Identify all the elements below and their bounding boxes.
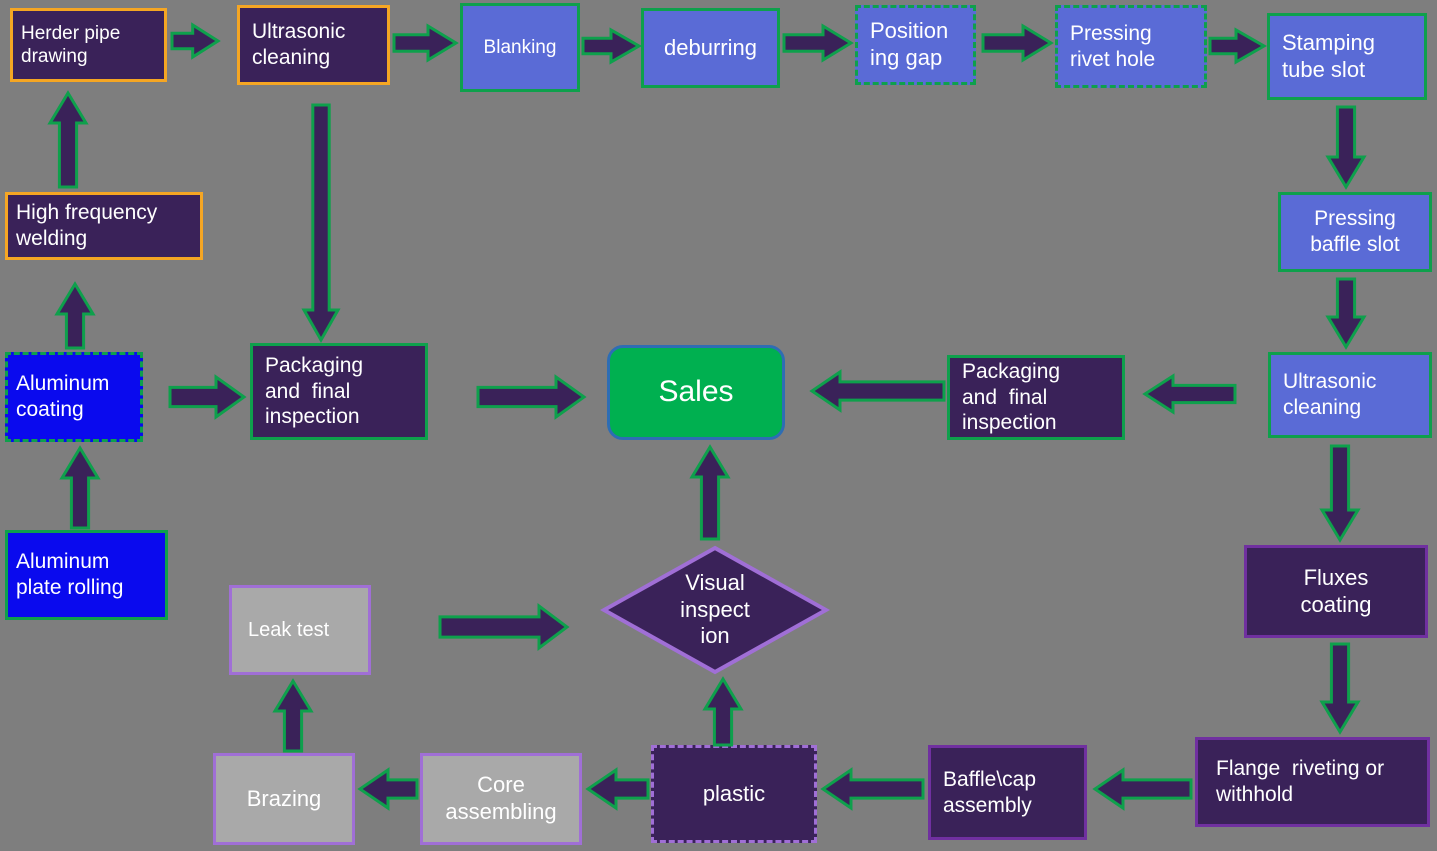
node-label: Aluminum coating: [16, 372, 110, 421]
node-label: Stamping tube slot: [1282, 29, 1375, 82]
node-label: Leak test: [248, 618, 330, 641]
node-leak-test: Leak test: [229, 585, 371, 675]
node-aluminum-plate-rolling: Aluminum plate rolling: [5, 530, 168, 620]
arrow-deburring-to-positioning-gap: [782, 23, 854, 63]
arrow-fluxes-coating-to-flange-riveting: [1319, 642, 1361, 735]
node-label: Visual inspect ion: [680, 569, 750, 649]
arrow-high-frequency-welding-to-herder: [47, 90, 89, 189]
arrow-aluminum-coating-to-packaging-left: [168, 374, 247, 420]
arrow-ultrasonic-right-to-packaging-right: [1142, 373, 1237, 415]
node-deburring: deburring: [641, 8, 780, 88]
arrow-blanking-to-deburring: [581, 27, 643, 65]
node-label: deburring: [664, 34, 757, 60]
arrow-flange-to-baffle-cap: [1092, 767, 1193, 811]
arrow-brazing-to-leak-test: [272, 678, 314, 753]
arrow-core-to-brazing: [357, 767, 419, 811]
node-brazing: Brazing: [213, 753, 355, 845]
arrow-positioning-gap-to-pressing-rivet-hole: [981, 23, 1054, 63]
node-positioning-gap: Position ing gap: [855, 5, 976, 85]
node-label: Packaging and final inspection: [962, 360, 1061, 435]
node-visual-inspection: Visual inspect ion: [600, 544, 830, 676]
node-aluminum-coating: Aluminum coating: [5, 352, 143, 442]
arrow-packaging-right-to-sales: [809, 369, 946, 413]
arrow-aluminum-coating-to-high-frequency-welding: [54, 281, 96, 350]
node-label: Brazing: [246, 785, 322, 811]
node-plastic: plastic: [651, 745, 817, 843]
node-label: Position ing gap: [870, 18, 949, 70]
node-pressing-rivet-hole: Pressing rivet hole: [1055, 5, 1207, 88]
node-label: Sales: [658, 375, 734, 409]
node-blanking: Blanking: [460, 3, 580, 92]
node-label: plastic: [702, 780, 766, 806]
node-stamping-tube-slot: Stamping tube slot: [1267, 13, 1427, 100]
node-label: Pressing baffle slot: [1310, 207, 1400, 256]
node-label: Ultrasonic cleaning: [252, 20, 346, 69]
node-flange-riveting-or-withhold: Flange riveting or withhold: [1195, 737, 1430, 827]
node-label: Ultrasonic cleaning: [1283, 370, 1377, 419]
node-label: Fluxes coating: [1300, 564, 1372, 617]
node-herder-pipe-drawing: Herder pipe drawing: [10, 8, 167, 82]
node-label: Packaging and final inspection: [265, 354, 364, 429]
arrow-packaging-left-to-sales: [476, 374, 587, 420]
arrow-pressing-rivet-hole-to-stamping-tube-slot: [1208, 27, 1268, 65]
node-high-frequency-welding: High frequency welding: [5, 192, 203, 260]
node-label: Aluminum plate rolling: [16, 550, 124, 599]
arrow-stamping-to-pressing-baffle: [1325, 105, 1367, 190]
node-ultrasonic-cleaning-top: Ultrasonic cleaning: [237, 5, 390, 85]
node-packaging-final-inspection-left: Packaging and final inspection: [250, 343, 428, 440]
arrow-leak-test-to-visual-inspection: [438, 603, 570, 651]
node-label: Blanking: [483, 36, 557, 58]
node-pressing-baffle-slot: Pressing baffle slot: [1278, 192, 1432, 272]
arrow-ultrasonic-top-to-packaging-left: [301, 103, 341, 344]
arrow-visual-inspection-to-sales: [689, 444, 731, 541]
node-packaging-final-inspection-right: Packaging and final inspection: [947, 355, 1125, 440]
node-label: Flange riveting or withhold: [1216, 757, 1385, 806]
arrow-plastic-to-visual-inspection: [702, 676, 744, 747]
node-sales: Sales: [607, 345, 785, 440]
arrow-ultrasonic-cleaning-to-fluxes-coating: [1319, 444, 1361, 543]
arrow-ultrasonic-cleaning-to-blanking: [392, 23, 459, 63]
arrow-aluminum-plate-to-aluminum-coating: [59, 445, 101, 530]
node-label: Herder pipe drawing: [21, 22, 121, 67]
node-baffle-cap-assembly: Baffle\cap assembly: [928, 745, 1087, 840]
node-core-assembling: Core assembling: [420, 753, 582, 845]
diamond-shape: [600, 545, 830, 675]
node-ultrasonic-cleaning-right: Ultrasonic cleaning: [1268, 352, 1432, 438]
arrow-plastic-to-core-assembling: [585, 767, 650, 811]
node-fluxes-coating: Fluxes coating: [1244, 545, 1428, 638]
node-label: Pressing rivet hole: [1070, 21, 1156, 71]
node-label: High frequency welding: [16, 201, 158, 250]
node-label: Core assembling: [445, 772, 557, 824]
arrow-herder-to-ultrasonic-cleaning: [170, 22, 221, 60]
node-label: Baffle\cap assembly: [943, 767, 1037, 817]
arrow-baffle-cap-to-plastic: [820, 767, 925, 811]
arrow-pressing-baffle-to-ultrasonic-cleaning: [1325, 277, 1367, 350]
